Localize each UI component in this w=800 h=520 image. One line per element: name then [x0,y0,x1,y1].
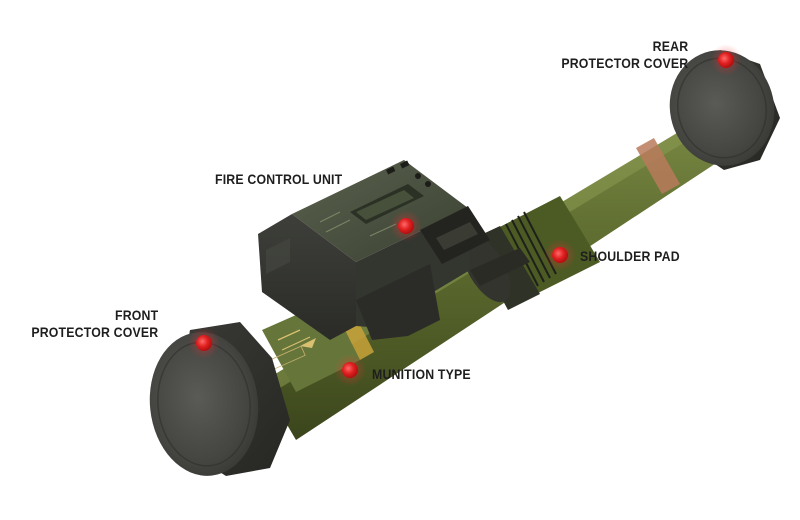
marker-fire-control-unit[interactable] [390,210,422,242]
shoulder-pad [461,196,600,310]
label-shoulder-pad: SHOULDER PAD [580,248,680,264]
label-rear-protector-cover: REAR PROTECTOR COVER [561,38,688,71]
front-protector-cover [149,322,290,476]
marker-front-cover[interactable] [188,327,220,359]
label-fire-control-unit: FIRE CONTROL UNIT [215,171,343,187]
marker-munition-type[interactable] [334,354,366,386]
fire-control-unit [258,160,490,340]
marker-shoulder-pad[interactable] [544,239,576,271]
marker-rear-cover[interactable] [710,44,742,76]
rear-protector-cover [669,50,780,170]
label-munition-type: MUNITION TYPE [372,366,471,382]
label-front-protector-cover: FRONT PROTECTOR COVER [31,307,158,340]
